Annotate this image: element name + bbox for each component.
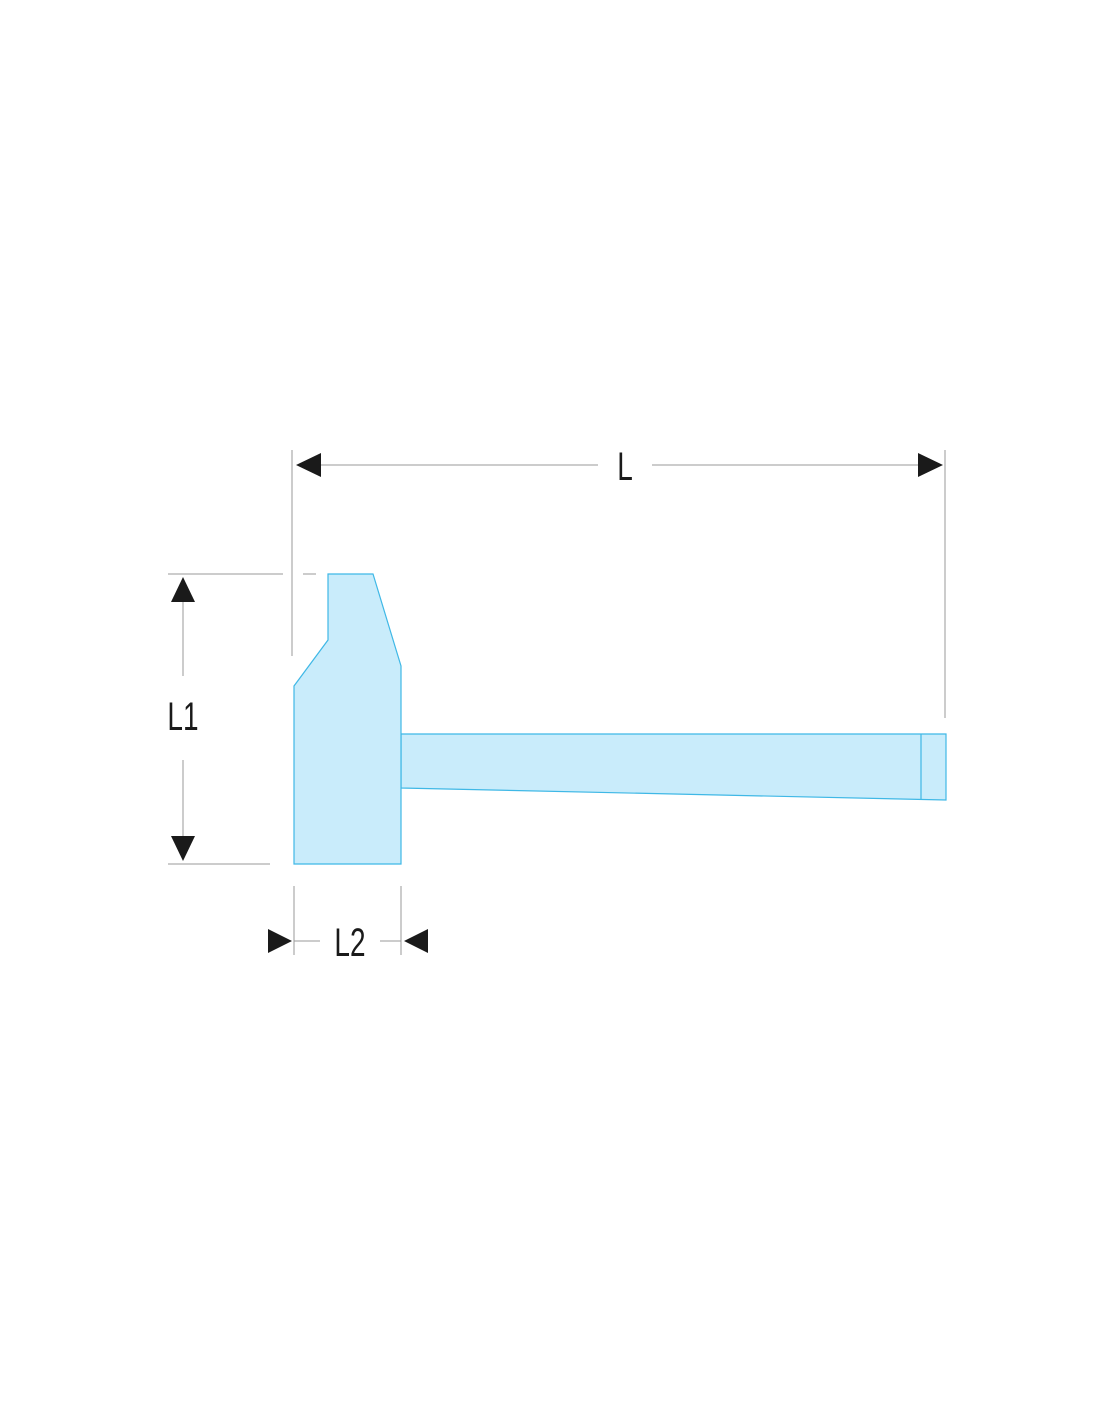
l1-arrow-bottom bbox=[171, 836, 195, 861]
l1-arrow-top bbox=[171, 577, 195, 602]
hammer-head bbox=[293, 573, 402, 865]
l2-arrow-right bbox=[404, 929, 428, 953]
l-arrow-right bbox=[918, 453, 943, 477]
l-arrow-left bbox=[296, 453, 321, 477]
l2-label: L2 bbox=[334, 921, 365, 965]
l1-label: L1 bbox=[167, 695, 198, 739]
hammer-handle bbox=[400, 733, 947, 801]
l-label: L bbox=[617, 445, 633, 489]
l2-arrow-left bbox=[268, 929, 292, 953]
